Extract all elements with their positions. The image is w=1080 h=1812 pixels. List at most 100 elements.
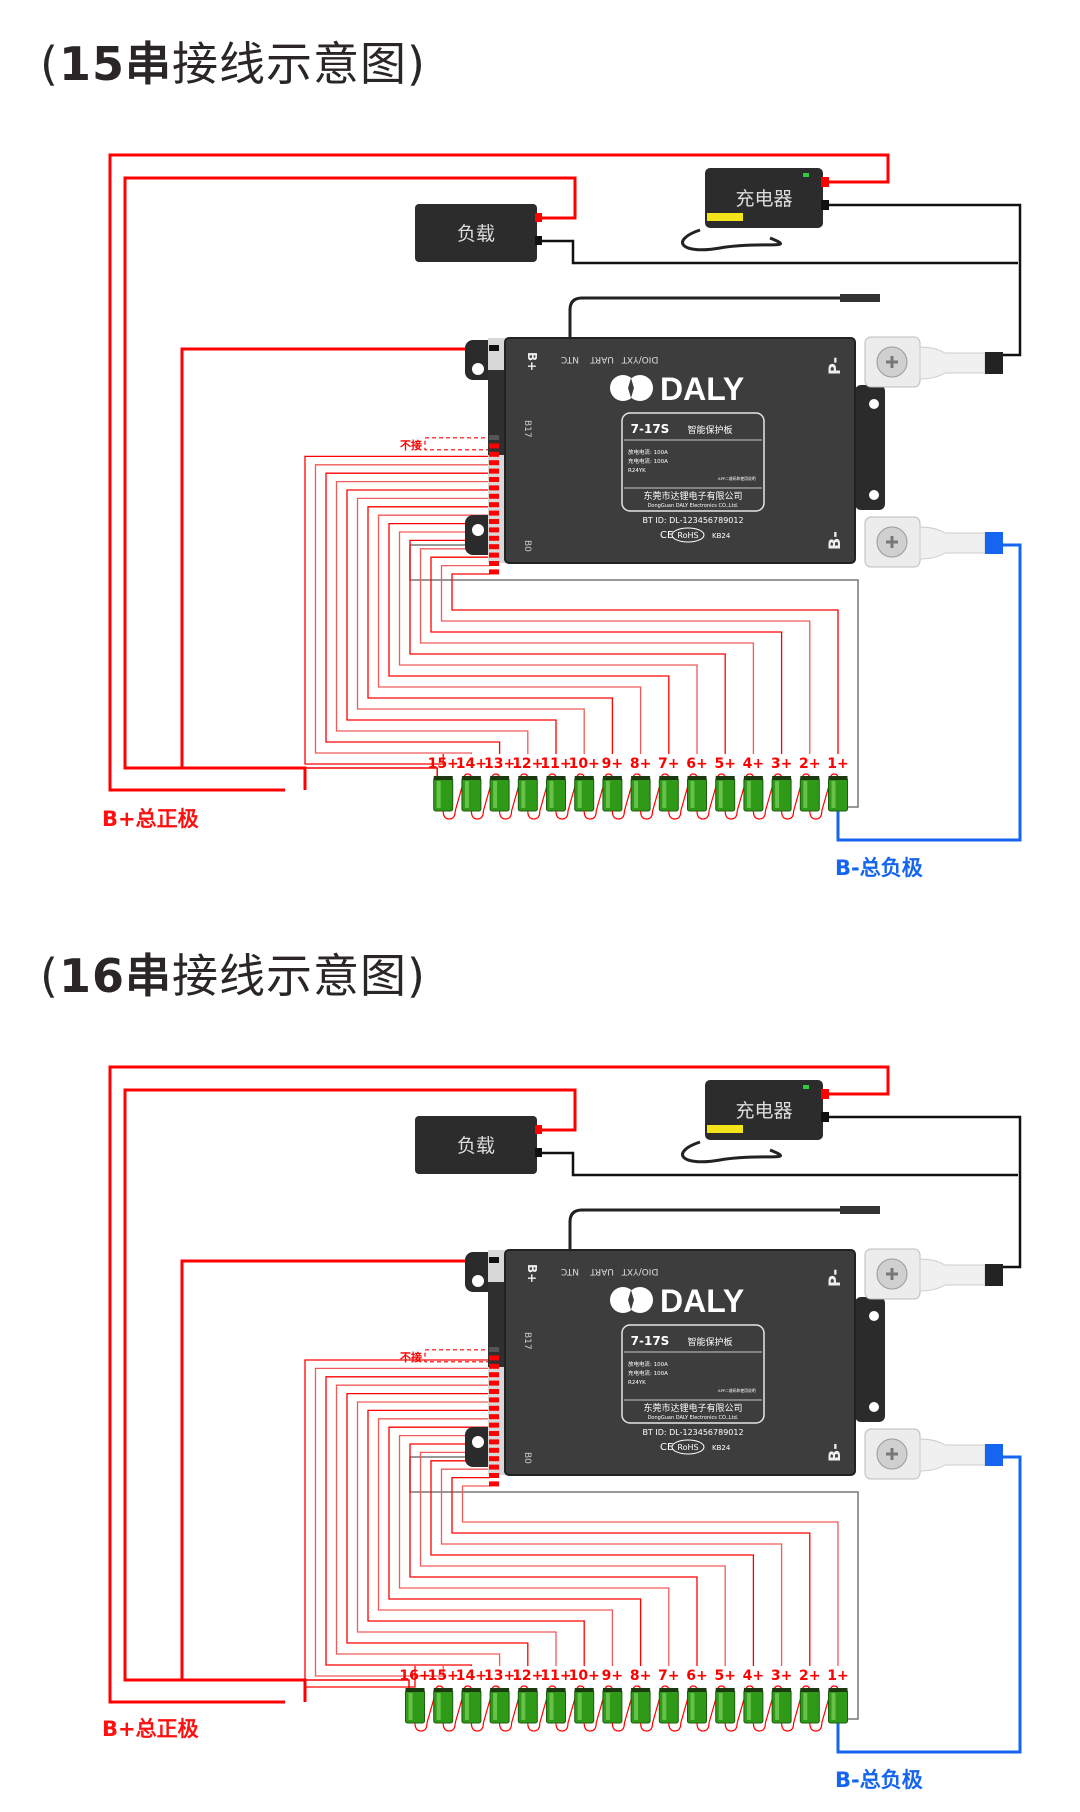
ce-mark: CE <box>660 1442 673 1453</box>
port-label: DIO/YXT <box>621 354 658 364</box>
balance-sense-wire <box>430 556 783 754</box>
cell-terminal-label: 14+ <box>456 756 487 772</box>
balance-connector-pin <box>489 1473 499 1478</box>
cell-body <box>799 1689 820 1724</box>
balance-connector-pin <box>489 502 499 508</box>
cell-series-link <box>640 773 670 820</box>
cell-cap <box>800 1688 820 1692</box>
cell-highlight <box>521 1693 526 1720</box>
battery-cell <box>489 1688 510 1724</box>
daly-logo-spark <box>628 1290 634 1310</box>
wiring-svg: 不接充电器负载B+DIO/YXTUARTNTCB17B0P-B-DALY7-17… <box>108 153 1022 842</box>
charger-label: 充电器 <box>735 1100 792 1122</box>
spec-label-panel <box>621 412 765 512</box>
cell-terminal-label: 9+ <box>602 1668 623 1684</box>
balance-connector-pin <box>489 535 499 541</box>
load: 负载 <box>415 1116 542 1174</box>
balance-sense-wire <box>451 1476 811 1666</box>
balance-sense-wire <box>304 1359 490 1688</box>
cell-body <box>517 777 538 812</box>
cell-terminal-label: 13+ <box>484 756 515 772</box>
cell-series-link <box>668 1685 698 1732</box>
charger-negative-terminal <box>821 1112 829 1122</box>
battery-cell <box>743 1688 764 1724</box>
cell-body <box>658 777 679 812</box>
cell-body <box>461 1689 482 1724</box>
ntc-probe <box>840 294 880 302</box>
cell-cap <box>433 1688 453 1692</box>
screw-cross <box>886 1268 898 1280</box>
cell-series-link <box>583 1685 613 1732</box>
balance-connector-pin <box>489 1422 499 1428</box>
b-minus-port-label: B- <box>825 531 844 550</box>
cell-series-link <box>527 773 557 820</box>
bms-b-plus-wire <box>180 347 493 768</box>
terminal-sleeve <box>919 1258 986 1292</box>
balance-sense-wire <box>325 472 501 754</box>
load-negative-terminal <box>535 1148 542 1157</box>
load-body <box>415 204 537 262</box>
cell-cap <box>574 1688 594 1692</box>
cell-body <box>715 1689 736 1724</box>
cell-series-link <box>527 1685 557 1732</box>
battery-cell <box>771 776 792 812</box>
cell-cap <box>687 776 707 780</box>
charge-current-label: 充电电流: 100A <box>628 457 668 465</box>
b17-label: B17 <box>522 1332 532 1350</box>
balance-sense-wire <box>419 1451 726 1666</box>
cell-cap <box>602 776 622 780</box>
p-minus-terminal <box>864 336 1003 388</box>
charger-label: 充电器 <box>735 188 792 210</box>
b-plus-total-label: B+总正极 <box>102 1717 199 1741</box>
balance-connector-pin <box>489 1464 499 1470</box>
bms-mount-hole <box>472 1436 484 1448</box>
cell-highlight <box>549 781 554 808</box>
battery-cell <box>461 1688 482 1724</box>
battery-cell <box>546 776 566 812</box>
cell-terminal-label: 8+ <box>630 756 651 772</box>
charger-warning-sticker <box>707 213 743 221</box>
balance-connector-pin <box>489 1456 499 1462</box>
pack-positive-link <box>305 767 438 778</box>
cell-highlight <box>464 781 469 808</box>
battery-cell <box>517 776 538 812</box>
charger-positive-wire <box>108 1065 890 1704</box>
cell-highlight <box>690 1693 695 1720</box>
cell-body <box>602 777 623 812</box>
balance-sense-wire <box>440 564 811 754</box>
batch-label: KB24 <box>712 532 731 540</box>
load-negative-wire <box>540 239 1018 265</box>
terminal-wire-cap <box>985 1444 1003 1466</box>
battery-cell <box>405 1688 425 1724</box>
cell-highlight <box>605 781 610 808</box>
cell-highlight <box>803 781 808 808</box>
cell-body <box>517 1689 538 1724</box>
cell-series-link <box>499 773 529 820</box>
cell-terminal-label: 5+ <box>714 756 735 772</box>
diagram-title: (16串接线示意图) <box>40 949 426 1003</box>
bms-mount-hole <box>472 363 484 375</box>
cell-highlight <box>746 1693 751 1720</box>
cell-series-link <box>696 773 726 820</box>
cell-body <box>828 777 848 812</box>
balance-sense-wire <box>356 1401 557 1666</box>
rohs-mark: RoHS <box>677 1443 698 1452</box>
cell-terminal-label: 2+ <box>799 1668 820 1684</box>
balance-connector-pin <box>489 1372 499 1378</box>
balance-sense-wire <box>335 1384 501 1666</box>
b0-label: B0 <box>522 1452 532 1464</box>
b-plus-port-label: B+ <box>525 352 539 371</box>
screw-cross <box>886 536 898 548</box>
cell-terminal-label: 1+ <box>827 756 848 772</box>
charger-cable <box>681 228 782 252</box>
battery-cell <box>630 1688 651 1724</box>
charger-led <box>803 173 809 177</box>
cell-body <box>574 1689 595 1724</box>
balance-connector-pin <box>489 1447 499 1453</box>
cell-body <box>687 777 707 812</box>
ntc-cable <box>568 1208 870 1252</box>
cell-cap <box>659 776 679 780</box>
cell-series-link <box>696 1685 726 1732</box>
daly-logo-icon <box>627 375 653 401</box>
bms-body <box>504 337 856 564</box>
